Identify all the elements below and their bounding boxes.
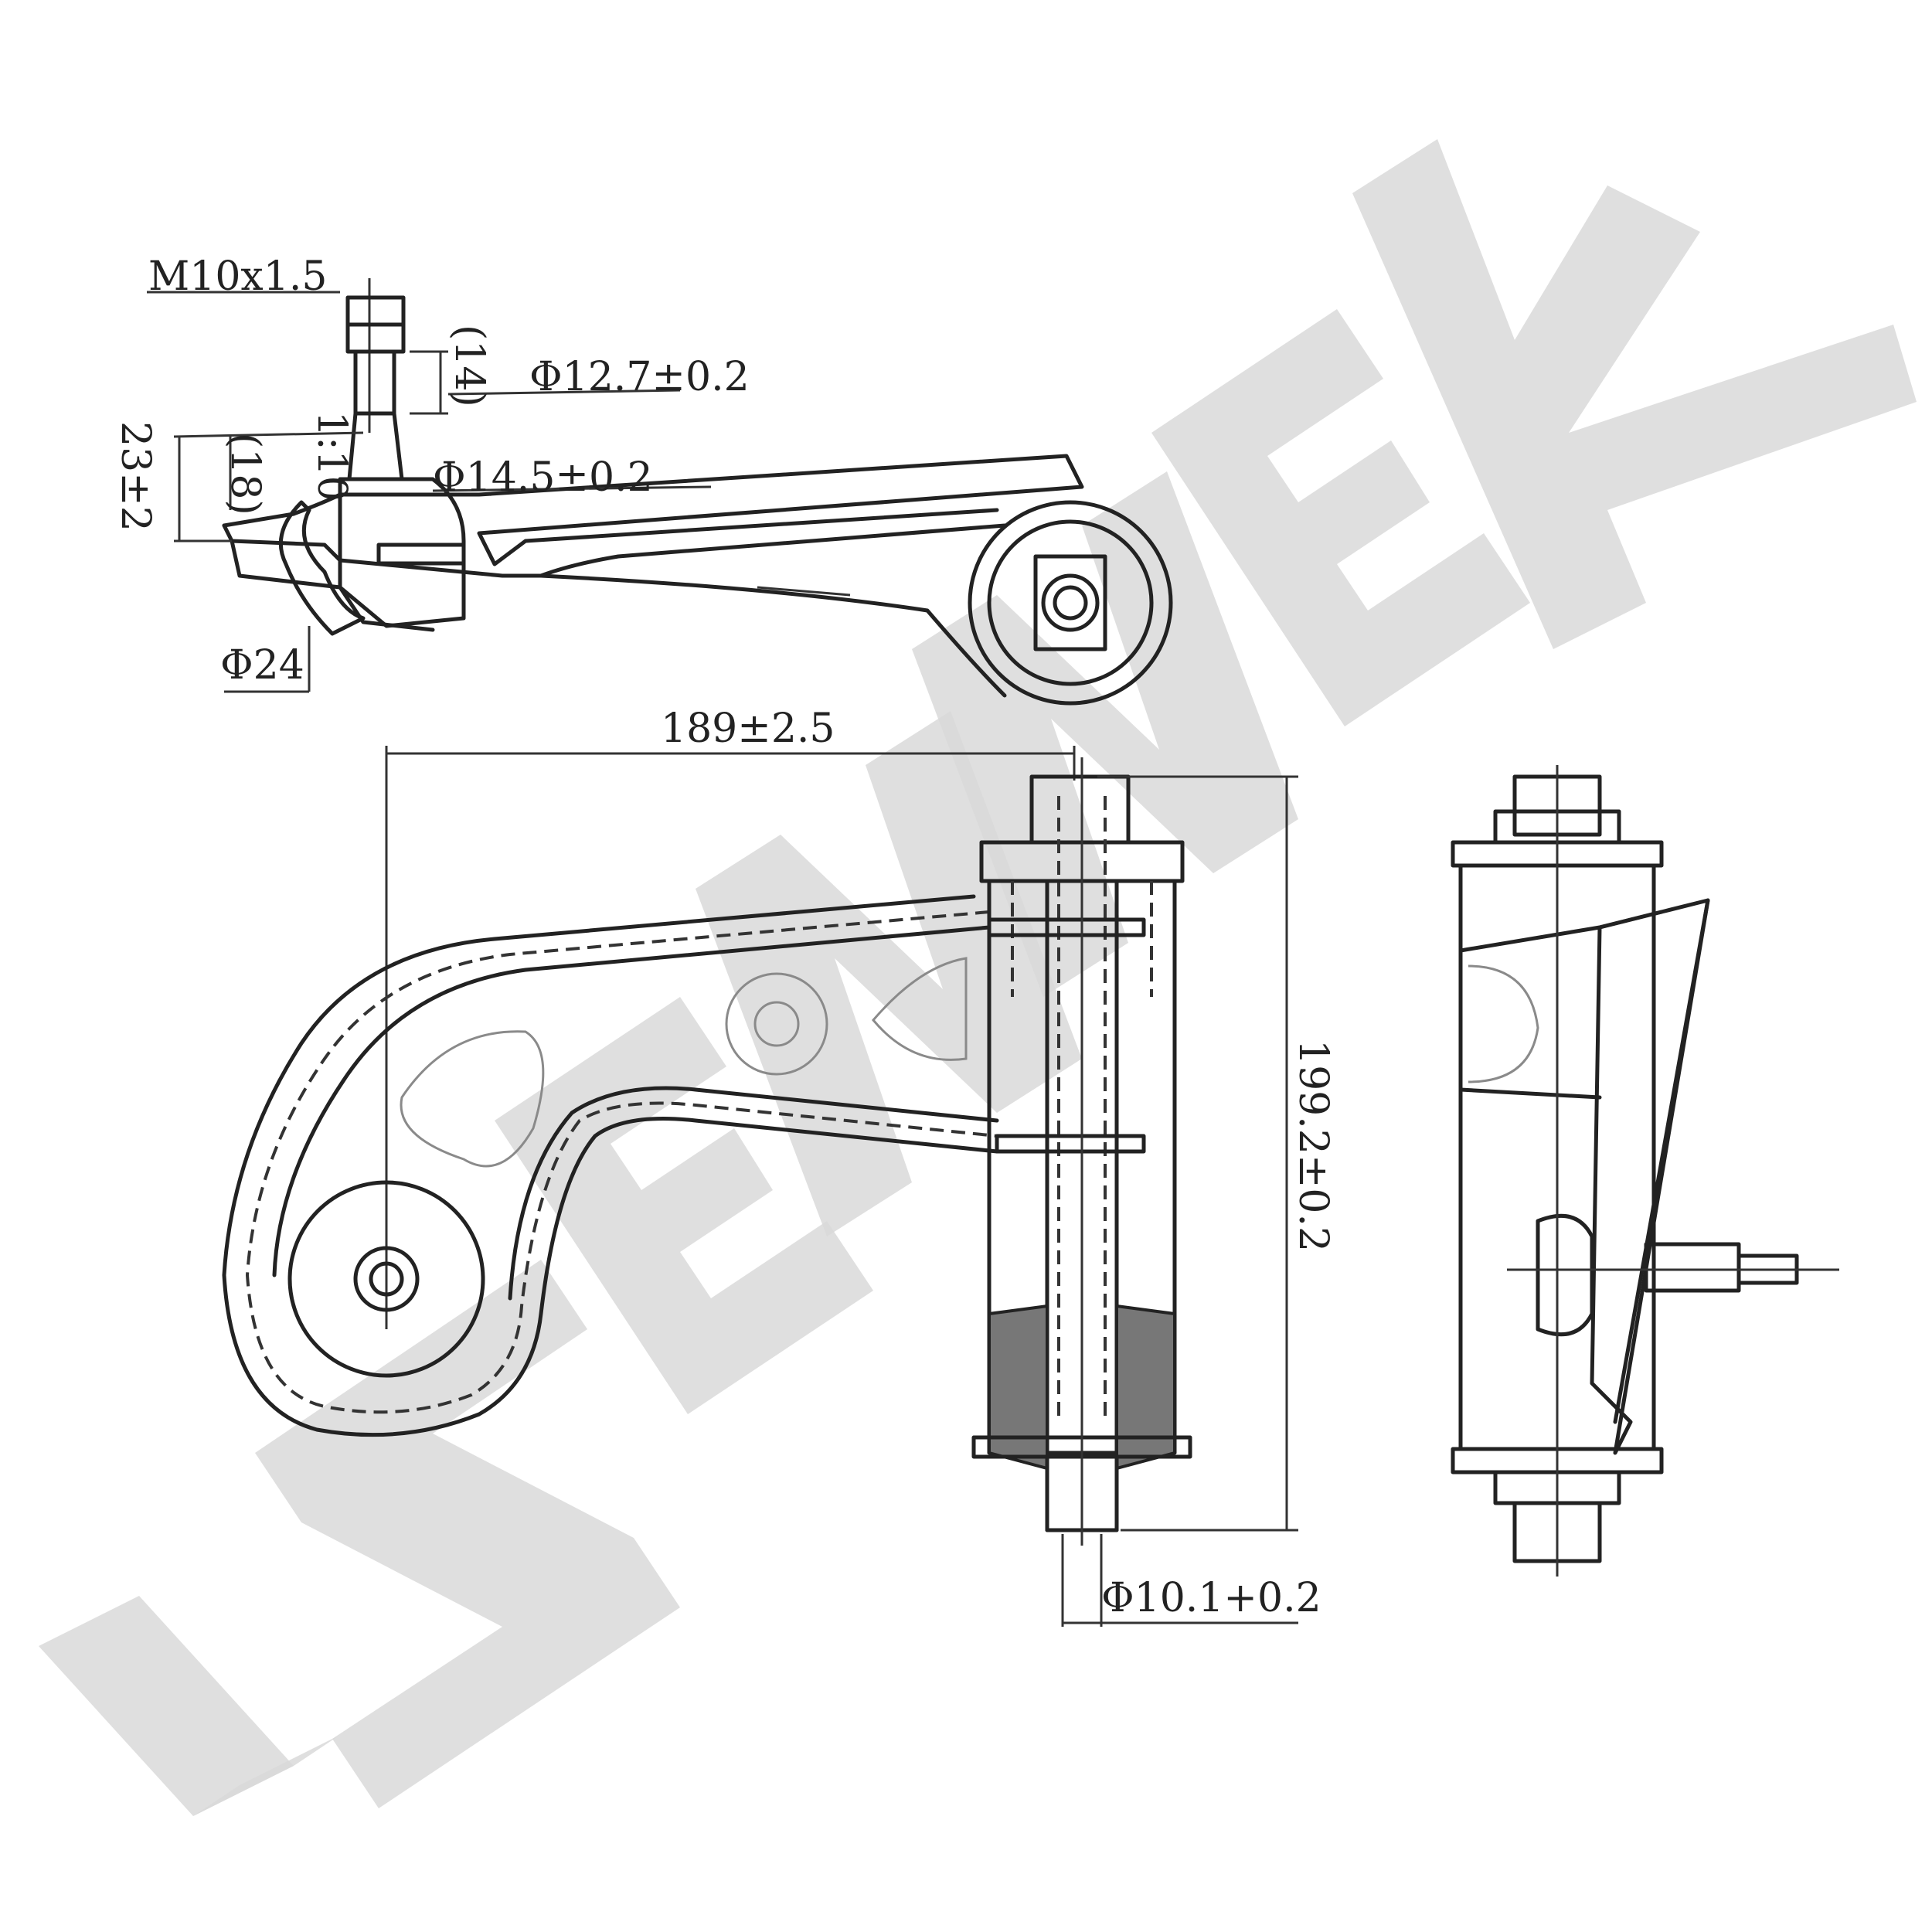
bushing-pin-upper xyxy=(987,917,1146,937)
watermark-chevron-tail xyxy=(193,1735,340,1816)
ball-housing xyxy=(338,477,466,628)
dim-23-top xyxy=(173,431,364,438)
lightening-hole-1 xyxy=(400,1030,545,1168)
end-arm-plate-edge xyxy=(1613,898,1710,1424)
end-ball-boot xyxy=(1536,1213,1594,1337)
ball-boot xyxy=(278,500,366,636)
dim-ball-diameter-label: Φ14.5±0.2 xyxy=(433,454,653,501)
end-arm-plate xyxy=(1590,898,1710,1455)
dim-bore-label: Φ10.1+0.2 xyxy=(1101,1575,1321,1621)
ball-band xyxy=(376,543,466,566)
watermark-chevron xyxy=(39,1596,294,1816)
dim-ball-dia-leader xyxy=(432,485,712,492)
end-arm-edge-lower xyxy=(1458,1087,1602,1100)
arm-upper-profile xyxy=(222,454,1084,566)
arm-outline-inner-lower xyxy=(508,1086,999,1301)
watermark-logo xyxy=(39,139,1917,1816)
dim-arm-height-label: 23±2 xyxy=(112,421,158,532)
dim-ball-height-label: (18) xyxy=(222,433,268,515)
dim-taper-label: 1:10 xyxy=(308,411,355,502)
watermark-letter-k xyxy=(1352,139,1917,649)
watermark-letter-n2 xyxy=(912,471,1298,997)
plan-view-control-arm: 189±2.5 199.2±0.2 xyxy=(222,706,1336,1627)
arm-outline-outer xyxy=(222,894,999,1437)
bushing-top-stem xyxy=(1029,774,1131,845)
rear-bushing-outer xyxy=(968,500,1173,706)
end-stud-taper xyxy=(1644,1242,1741,1293)
dim-width-label: 199.2±0.2 xyxy=(1290,1039,1336,1252)
ball-joint-eye-inner xyxy=(353,1246,420,1312)
dim-boot-diameter-label: Φ24 xyxy=(220,642,304,689)
watermark-letter-e2 xyxy=(1151,309,1530,726)
dim-stud-diameter-label: Φ12.7±0.2 xyxy=(529,354,750,400)
rear-bushing-inner xyxy=(987,519,1154,686)
rear-bushing-sleeve xyxy=(1033,554,1107,651)
dim-thread-label: M10x1.5 xyxy=(148,253,327,300)
dim-stud-length-label: (14) xyxy=(446,325,492,407)
lightening-hole-3 xyxy=(872,957,968,1061)
lightening-hole-2-outer xyxy=(725,972,828,1076)
bushing-pin-lower xyxy=(995,1134,1146,1154)
stud-thread xyxy=(353,349,396,416)
ball-joint-eye-outer xyxy=(287,1180,485,1378)
ball-joint-eye-hole xyxy=(369,1261,404,1297)
end-view-control-arm xyxy=(1451,765,1839,1577)
watermark-letter-z xyxy=(255,1260,680,1808)
side-view-control-arm: M10x1.5 1:10 (14) Φ12.7±0.2 23±2 (18) Φ1… xyxy=(112,253,1173,706)
arm-outline-inner xyxy=(272,925,992,1277)
end-lightening-hole xyxy=(1468,964,1539,1083)
bushing-rubber-left xyxy=(988,1304,1049,1471)
lightening-hole-2-inner xyxy=(753,1001,800,1047)
arm-flange xyxy=(230,539,435,632)
arm-lower-profile xyxy=(222,523,1007,578)
stud-taper xyxy=(347,411,404,481)
dim-stud-dia-leader xyxy=(447,389,681,396)
arm-outline-dashed xyxy=(245,910,998,1414)
bushing-rubber-right xyxy=(1115,1304,1176,1471)
rear-bushing-bore xyxy=(1041,573,1100,632)
dim-length-label: 189±2.5 xyxy=(661,706,835,752)
arm-rib xyxy=(757,586,851,597)
arm-web-curve xyxy=(539,573,1007,698)
rear-bushing-hole xyxy=(1053,585,1088,621)
